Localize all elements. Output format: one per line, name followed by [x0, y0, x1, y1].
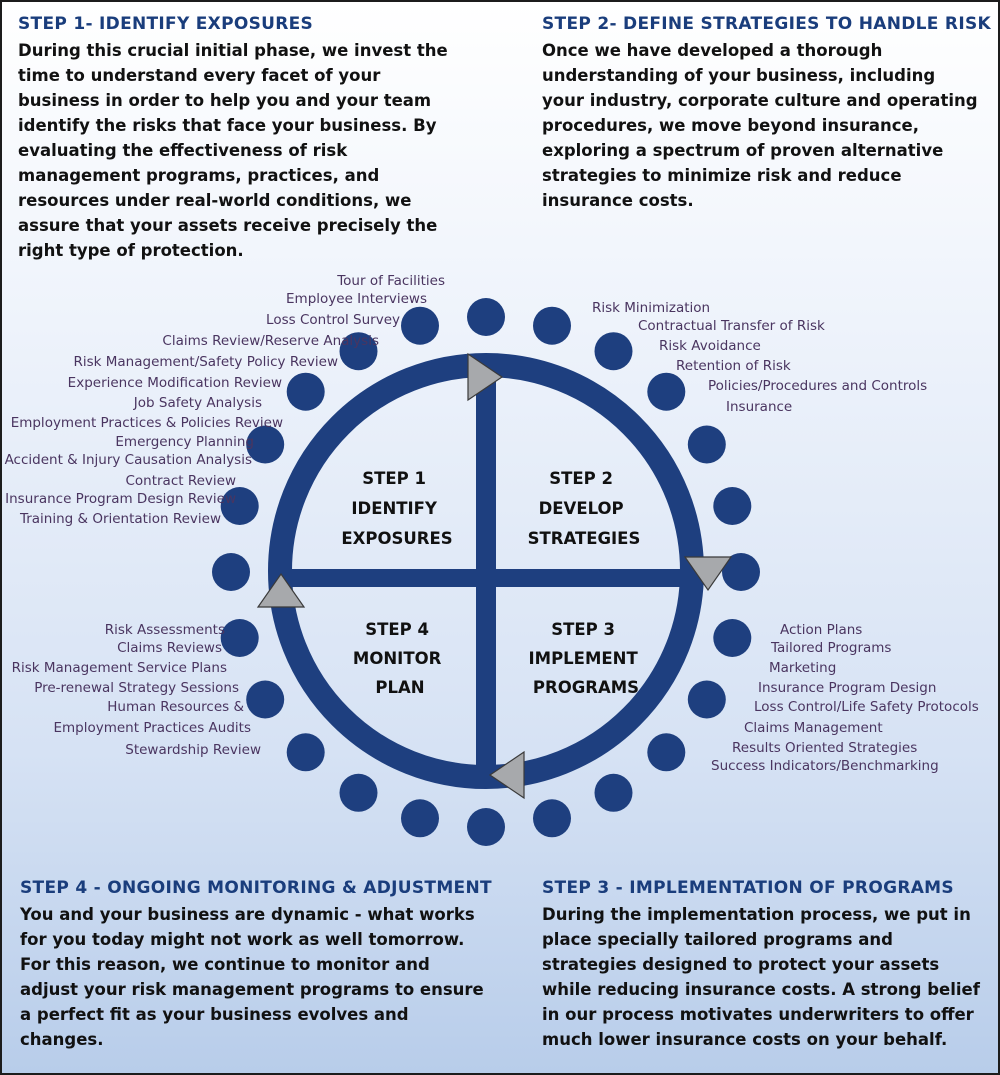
activity-label: Loss Control/Life Safety Protocols [754, 699, 979, 715]
ring-dot [713, 619, 752, 657]
activity-label: Experience Modification Review [68, 375, 282, 391]
step3-section: STEP 3 - IMPLEMENTATION OF PROGRAMS Duri… [542, 878, 982, 1052]
activity-label: Emergency Planning [115, 434, 254, 450]
ring-dot [687, 425, 726, 464]
activity-label: Claims Review/Reserve Analysis [162, 333, 379, 349]
activity-label: Tour of Facilities [336, 273, 445, 289]
activity-label: Tailored Programs [770, 640, 891, 656]
activity-label: Action Plans [780, 622, 862, 638]
ring-dot [594, 773, 633, 812]
step1-section: STEP 1- IDENTIFY EXPOSURES During this c… [18, 14, 448, 263]
ring-dot [687, 680, 726, 719]
ring-dot [401, 799, 439, 838]
activity-label: Stewardship Review [125, 742, 261, 758]
quadrant-step1-label: STEP 1 IDENTIFY EXPOSURES [341, 469, 452, 548]
ring-dot [722, 553, 760, 591]
activity-label: Contract Review [125, 473, 236, 489]
activity-label: Risk Avoidance [659, 338, 761, 354]
implement-activities: Action Plans Tailored Programs Marketing… [711, 622, 979, 774]
ring-dot [246, 680, 285, 719]
activity-label: Retention of Risk [676, 358, 791, 374]
activity-label: Claims Management [744, 720, 883, 736]
monitor-activities: Risk Assessments Claims Reviews Risk Man… [12, 622, 261, 758]
ring-dot [286, 372, 325, 411]
ring-dot [647, 733, 686, 772]
quadrant-step4-label: STEP 4 MONITOR PLAN [353, 620, 447, 697]
ring-dot [467, 298, 505, 336]
step4-title: STEP 4 - ONGOING MONITORING & ADJUSTMENT [20, 878, 492, 898]
activity-label: Risk Management Service Plans [12, 660, 227, 676]
step3-description: During the implementation process, we pu… [542, 905, 980, 1049]
activity-label: Marketing [769, 660, 836, 676]
step4-description: You and your business are dynamic - what… [20, 905, 484, 1049]
activity-label: Loss Control Survey [266, 312, 400, 328]
step2-title: STEP 2- DEFINE STRATEGIES TO HANDLE RISK [542, 14, 991, 34]
ring-dot [533, 799, 571, 838]
ring-dot [212, 553, 250, 591]
activity-label: Human Resources & [107, 699, 244, 715]
activity-label: Success Indicators/Benchmarking [711, 758, 939, 774]
ring-dot [401, 306, 439, 345]
activity-label: Accident & Injury Causation Analysis [5, 452, 252, 468]
quadrant-step3-label: STEP 3 IMPLEMENT PROGRAMS [529, 620, 644, 697]
activity-label: Risk Management/Safety Policy Review [73, 354, 338, 370]
activity-label: Training & Orientation Review [19, 511, 221, 527]
activity-label: Insurance Program Design [758, 680, 936, 696]
step2-section: STEP 2- DEFINE STRATEGIES TO HANDLE RISK… [542, 14, 991, 213]
ring-dot [713, 487, 752, 525]
arrow-down-icon [683, 556, 733, 592]
activity-label: Insurance [726, 399, 792, 415]
ring-dot [339, 773, 378, 812]
activity-label: Employment Practices & Policies Review [11, 415, 283, 431]
step4-section: STEP 4 - ONGOING MONITORING & ADJUSTMENT… [20, 878, 492, 1052]
activity-label: Results Oriented Strategies [732, 740, 917, 756]
activity-label: Insurance Program Design Review [5, 491, 236, 507]
activity-label: Risk Assessments [105, 622, 225, 638]
ring-dot [533, 306, 571, 345]
ring-dot [647, 372, 686, 411]
ring-dot [246, 425, 285, 464]
activity-label: Pre-renewal Strategy Sessions [34, 680, 239, 696]
ring-dot [286, 733, 325, 772]
step2-description: Once we have developed a thorough unders… [542, 41, 978, 210]
ring-dot [467, 808, 505, 846]
step1-title: STEP 1- IDENTIFY EXPOSURES [18, 14, 314, 34]
quadrant-step2-label: STEP 2 DEVELOP STRATEGIES [528, 469, 641, 548]
ring-dot [594, 332, 633, 371]
activity-label: Employment Practices Audits [53, 720, 251, 736]
arrow-up-icon [256, 572, 306, 608]
activity-label: Job Safety Analysis [133, 395, 262, 411]
develop-activities: Risk Minimization Contractual Transfer o… [592, 300, 927, 415]
ring-dot [220, 487, 259, 525]
identify-activities: Tour of Facilities Employee Interviews L… [5, 273, 445, 527]
activity-label: Claims Reviews [117, 640, 222, 656]
activity-label: Employee Interviews [286, 291, 427, 307]
activity-label: Policies/Procedures and Controls [708, 378, 927, 394]
ring-dot [220, 619, 259, 657]
activity-label: Risk Minimization [592, 300, 710, 316]
horizontal-divider [282, 569, 692, 587]
ring-dots [212, 298, 760, 846]
step1-description: During this crucial initial phase, we in… [18, 41, 448, 260]
activity-label: Contractual Transfer of Risk [638, 318, 825, 334]
arrow-right-icon [467, 352, 504, 402]
arrow-left-icon [488, 750, 525, 800]
step3-title: STEP 3 - IMPLEMENTATION OF PROGRAMS [542, 878, 954, 898]
ring-dot [339, 332, 378, 371]
